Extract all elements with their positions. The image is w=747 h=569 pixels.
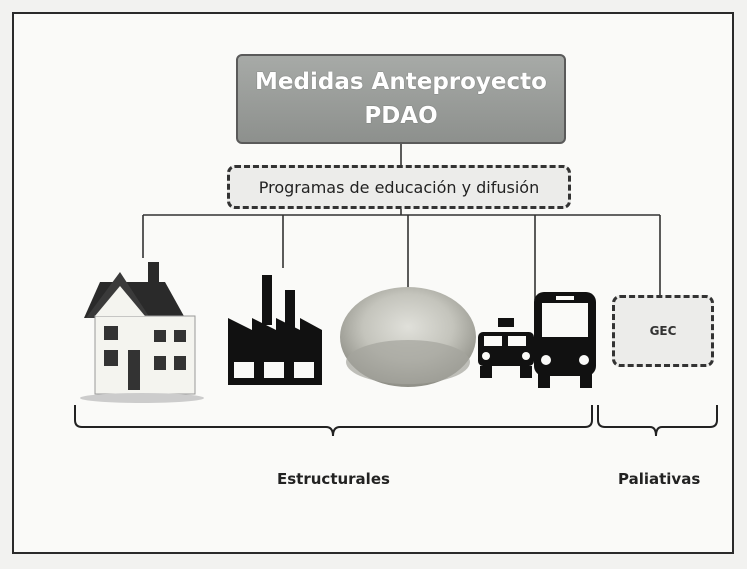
title-line-1: Medidas Anteproyecto [255,69,547,95]
field-photo [340,287,476,387]
bus-icon [534,292,596,388]
title-line-2: PDAO [364,103,438,129]
factory-icon [228,275,322,385]
bracket-palliative [597,405,718,437]
taxi-icon [478,318,534,378]
gec-label: GEC [649,324,677,338]
label-structural: Estructurales [277,470,390,488]
programs-box: Programas de educación y difusión [227,165,571,209]
label-palliative: Paliativas [618,470,701,488]
title-box: Medidas Anteproyecto PDAO [236,54,566,144]
gec-box: GEC [612,295,714,367]
house-icon [80,262,204,403]
bracket-structural [74,405,593,437]
programs-label: Programas de educación y difusión [258,177,540,197]
